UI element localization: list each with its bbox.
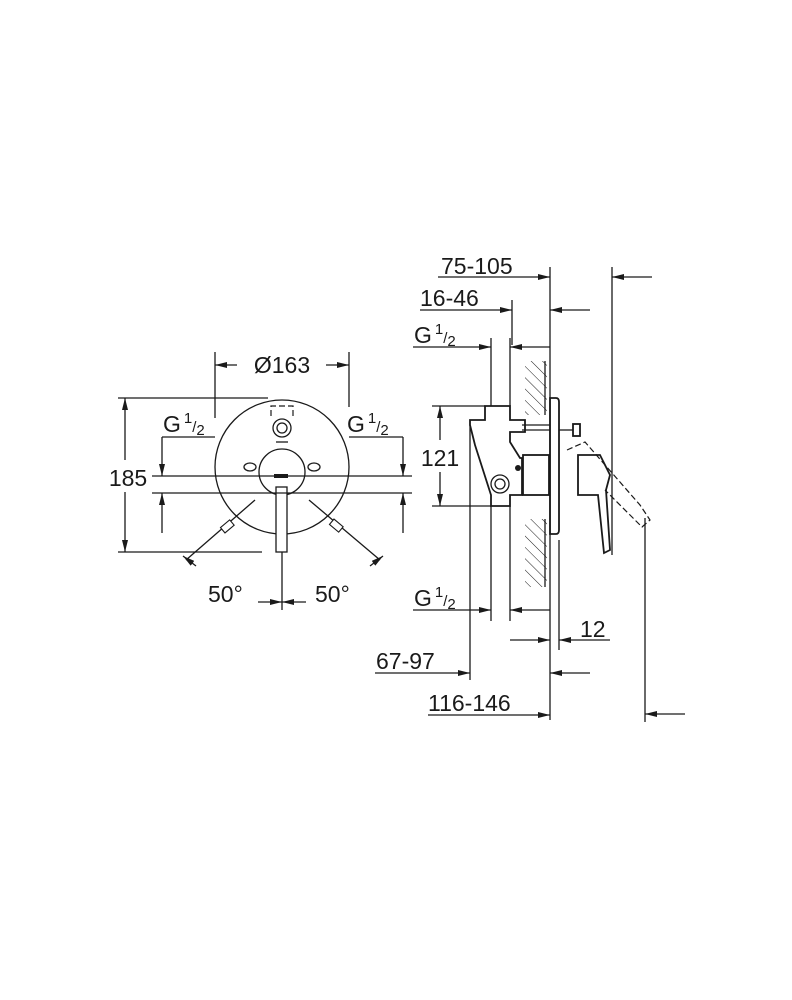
diverter-button — [572, 423, 581, 437]
lever-handle-side — [577, 454, 611, 555]
wall-hatch-top — [525, 361, 547, 415]
cover-plate — [549, 397, 560, 535]
plate-thickness-label: 12 — [580, 616, 606, 642]
depth-min-label: 67-97 — [376, 648, 435, 674]
angle-right-label: 50° — [315, 581, 350, 607]
valve-cartridge — [522, 454, 550, 496]
spacing-label: 121 — [421, 445, 459, 471]
screw-right-icon — [307, 462, 321, 472]
lever-handle — [275, 486, 288, 553]
wall-hatch-bottom — [525, 519, 547, 587]
depth-body-label: 16-46 — [420, 285, 479, 311]
depth-total-label: 75-105 — [441, 253, 513, 279]
angle-arrow-left — [182, 555, 197, 567]
angle-arrow-right — [369, 555, 384, 567]
cartridge-outline — [270, 405, 294, 416]
depth-max-label: 116-146 — [428, 690, 511, 716]
screw-left-icon — [243, 462, 257, 472]
height-label: 185 — [109, 465, 147, 491]
angle-left-label: 50° — [208, 581, 243, 607]
diameter-label: Ø163 — [254, 352, 310, 378]
lever-swing-outline — [566, 441, 651, 528]
outlet-port-icon — [490, 474, 510, 494]
diverter-knob-icon — [272, 418, 292, 438]
valve-body — [469, 405, 526, 507]
